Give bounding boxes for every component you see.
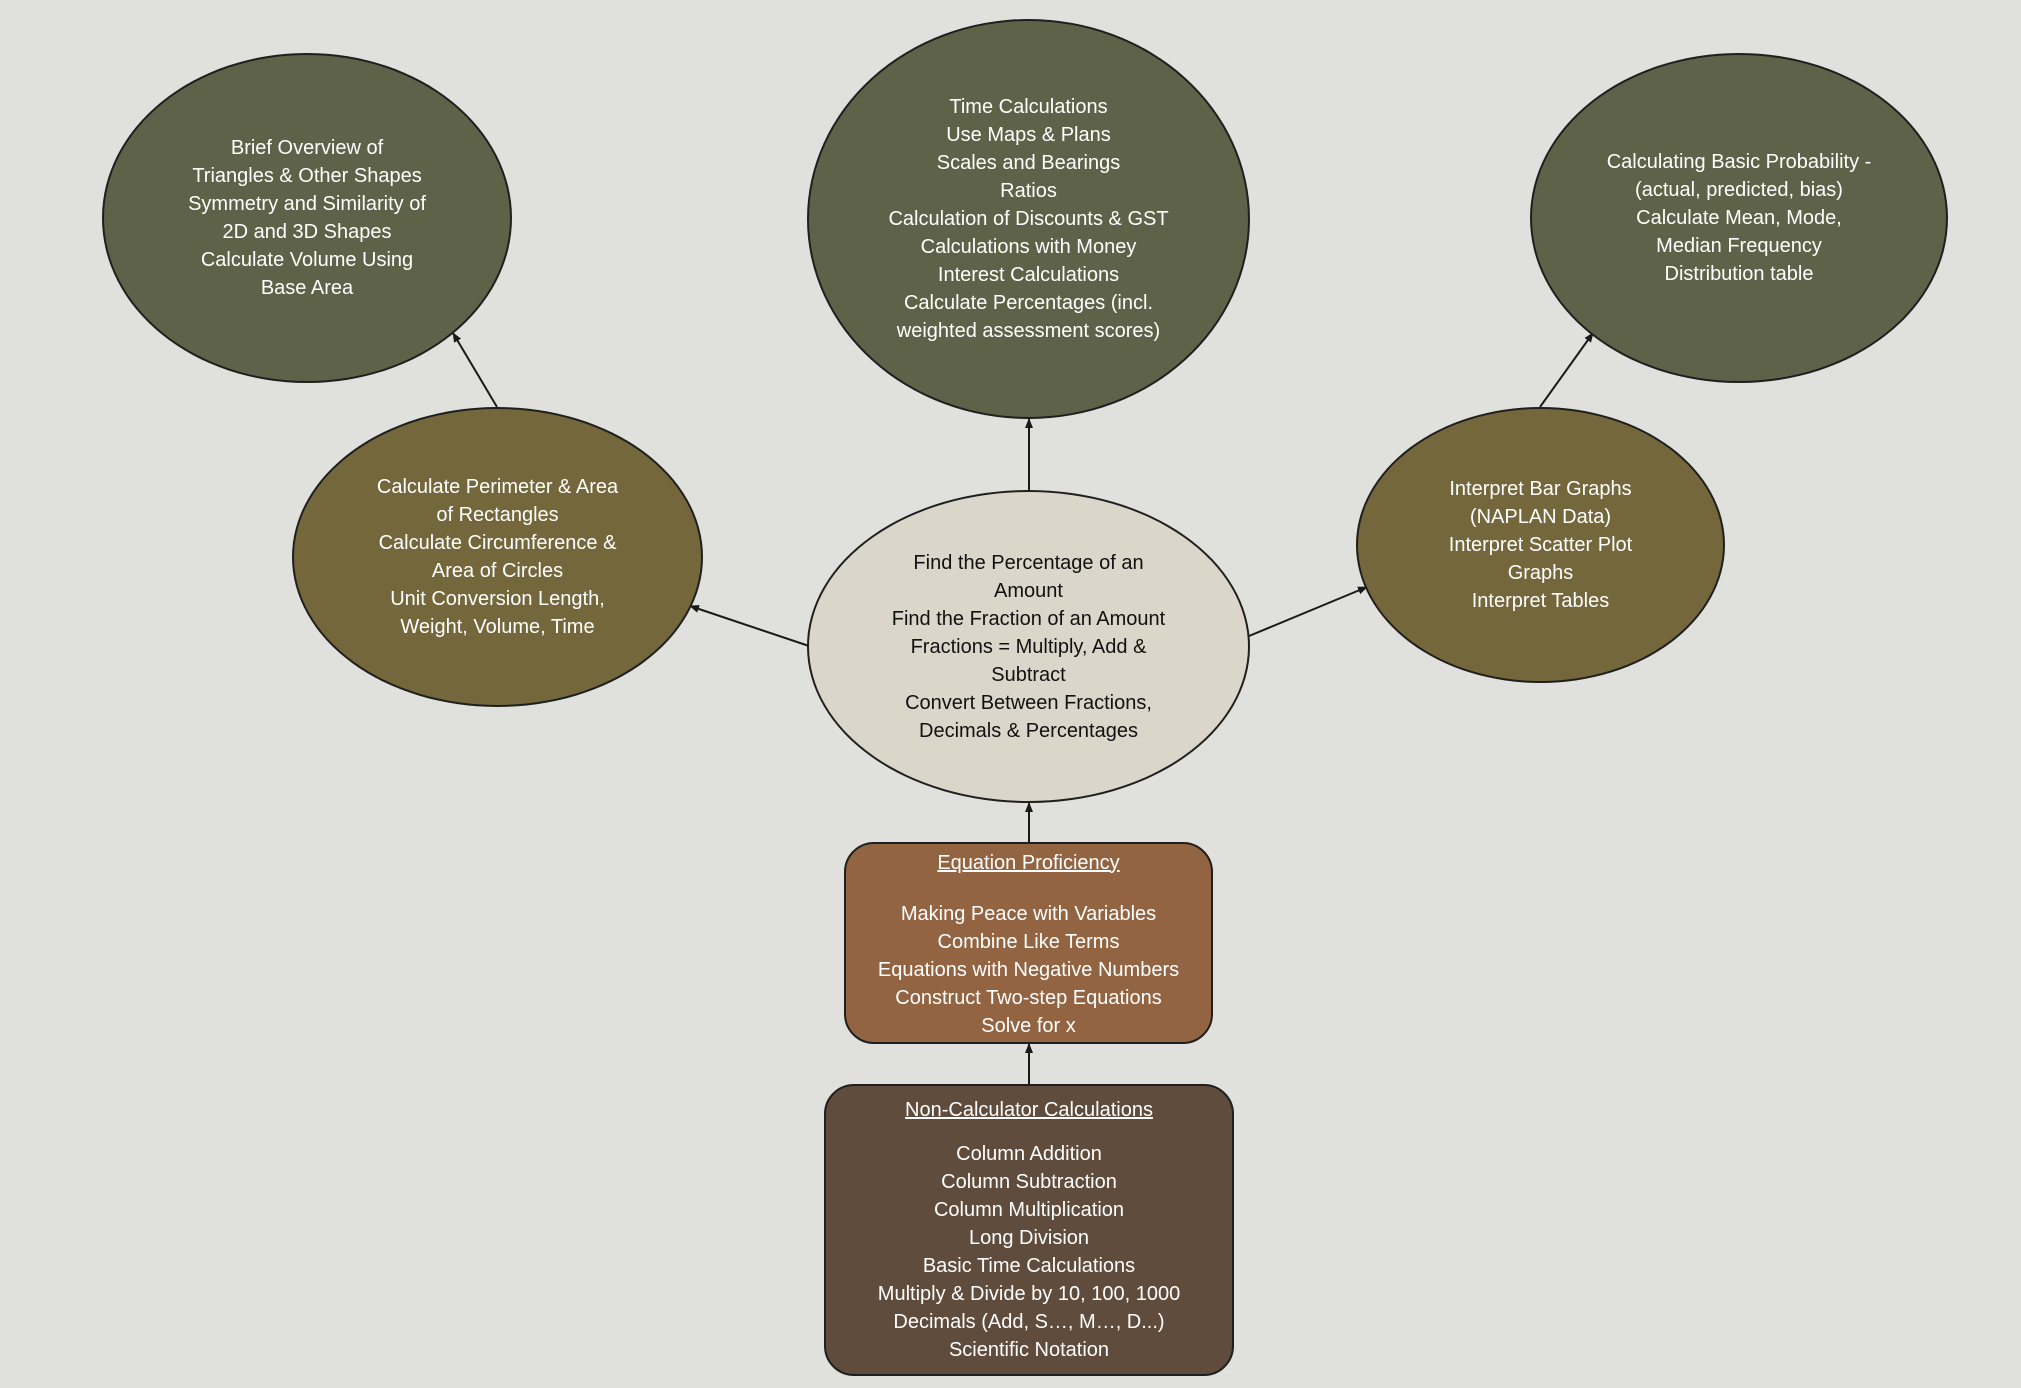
arrow-percentage-to-perimeter: [689, 605, 810, 647]
node-text-line: of Rectangles: [436, 504, 559, 526]
node-text-line: 2D and 3D Shapes: [222, 221, 392, 243]
node-text-line: Distribution table: [1664, 263, 1814, 285]
node-text-line: Symmetry and Similarity of: [188, 193, 426, 215]
node-text-line: Unit Conversion Length,: [390, 588, 605, 610]
node-text-line: Calculate Volume Using: [200, 249, 414, 271]
node-text-line: Find the Fraction of an Amount: [891, 607, 1166, 630]
node-text-line: Find the Percentage of an: [913, 551, 1144, 574]
node-heading: Non-Calculator Calculations: [905, 1099, 1153, 1121]
node-text-line: Long Division: [968, 1227, 1090, 1249]
node-text-line: Decimals (Add, S…, M…, D...): [893, 1311, 1165, 1333]
node-text-line: (NAPLAN Data): [1469, 506, 1612, 528]
node-text-line: Brief Overview of: [230, 137, 384, 159]
node-text-line: Calculation of Discounts & GST: [888, 208, 1169, 230]
node-text-line: Ratios: [1000, 180, 1057, 202]
node-text-line: Calculate Mean, Mode,: [1636, 207, 1842, 229]
node-text-line: Calculating Basic Probability -: [1606, 151, 1872, 173]
node-perimeter-area-units: Calculate Perimeter & Area of Rectangles…: [292, 407, 703, 707]
node-text-line: Calculate Percentages (incl.: [903, 292, 1153, 314]
node-probability-statistics: Calculating Basic Probability - (actual,…: [1530, 53, 1948, 383]
node-text-line: Use Maps & Plans: [946, 124, 1111, 146]
node-text-line: Subtract: [991, 663, 1066, 686]
node-text-line: Area of Circles: [431, 560, 564, 582]
node-text-line: Making Peace with Variables: [900, 902, 1157, 925]
node-text-line: Interpret Scatter Plot: [1448, 534, 1633, 556]
node-text-line: (actual, predicted, bias): [1635, 179, 1843, 201]
node-equation-proficiency: Equation Proficiency Making Peace with V…: [844, 842, 1213, 1044]
node-text-line: Median Frequency: [1656, 235, 1822, 257]
node-text-line: Interpret Tables: [1471, 590, 1610, 612]
arrow-percentage-to-graphs: [1248, 586, 1368, 637]
node-text-line: Multiply & Divide by 10, 100, 1000: [877, 1283, 1181, 1305]
node-fractions-percentages: Find the Percentage of an Amount Find th…: [807, 490, 1250, 803]
node-non-calculator-calculations: Non-Calculator Calculations Column Addit…: [824, 1084, 1234, 1376]
node-text-line: Weight, Volume, Time: [400, 616, 595, 638]
node-text-line: Calculations with Money: [920, 236, 1137, 258]
node-text-line: Triangles & Other Shapes: [192, 165, 422, 187]
node-interpret-graphs: Interpret Bar Graphs (NAPLAN Data) Inter…: [1356, 407, 1725, 683]
node-time-money-percentages: Time Calculations Use Maps & Plans Scale…: [807, 19, 1250, 419]
node-heading: Equation Proficiency: [937, 851, 1120, 874]
node-text-line: Interest Calculations: [937, 264, 1120, 286]
node-text-line: Scales and Bearings: [936, 152, 1121, 174]
node-text-line: Graphs: [1507, 562, 1574, 584]
node-text-line: Combine Like Terms: [937, 930, 1120, 953]
node-text-line: Column Multiplication: [933, 1199, 1125, 1221]
node-text-line: Column Addition: [956, 1143, 1102, 1165]
node-shapes-and-volume: Brief Overview of Triangles & Other Shap…: [102, 53, 512, 383]
node-text-line: Calculate Perimeter & Area: [376, 476, 619, 498]
node-text-line: Convert Between Fractions,: [905, 691, 1152, 714]
arrow-perimeter-to-triangles: [452, 332, 498, 408]
node-text-line: Decimals & Percentages: [919, 719, 1138, 742]
arrow-graphs-to-probability: [1539, 332, 1594, 408]
node-text-line: Base Area: [260, 277, 354, 299]
node-text-line: Solve for x: [981, 1014, 1076, 1037]
node-text-line: Amount: [994, 579, 1063, 602]
node-text-line: Basic Time Calculations: [922, 1255, 1136, 1277]
node-text-line: Interpret Bar Graphs: [1449, 478, 1632, 500]
node-text-line: Fractions = Multiply, Add &: [910, 635, 1147, 658]
node-text-line: Time Calculations: [949, 96, 1108, 118]
node-text-line: Construct Two-step Equations: [895, 986, 1162, 1009]
node-text-line: weighted assessment scores): [896, 320, 1161, 342]
node-text-line: Calculate Circumference &: [378, 532, 617, 554]
node-text-line: Column Subtraction: [941, 1171, 1117, 1193]
node-text-line: Equations with Negative Numbers: [877, 958, 1180, 981]
node-text-line: Scientific Notation: [948, 1339, 1110, 1361]
